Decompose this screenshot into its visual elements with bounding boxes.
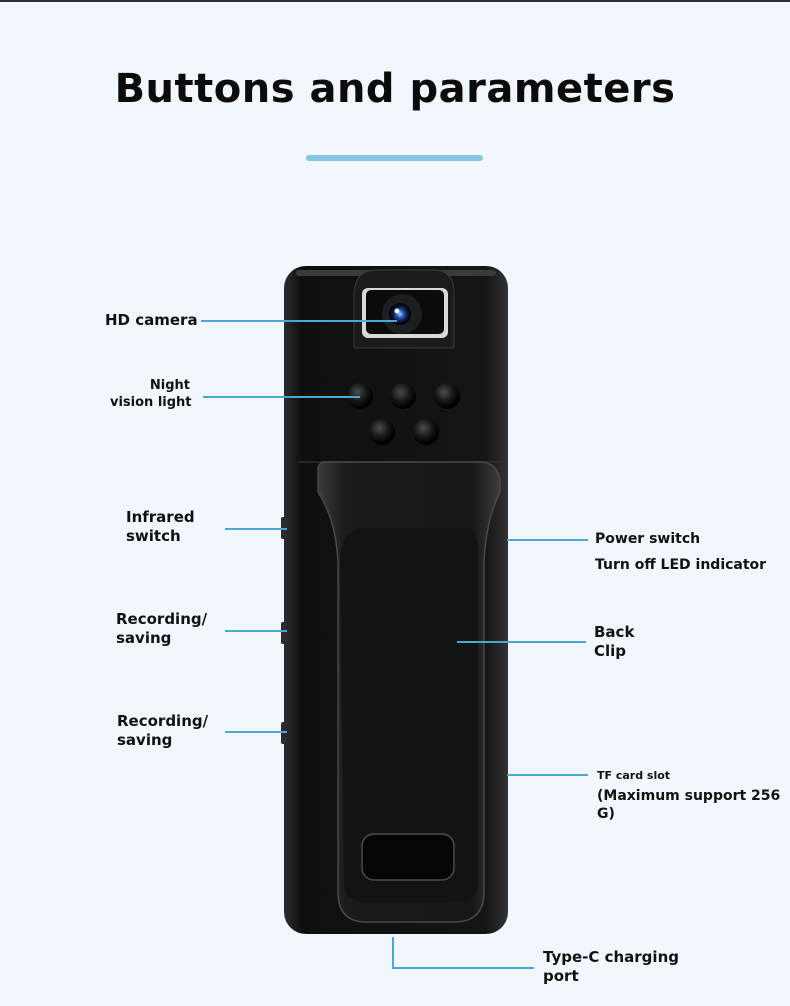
label-recording-2-line1: Recording/	[117, 712, 209, 730]
line-power-switch	[507, 539, 588, 541]
line-tf-slot	[507, 774, 588, 776]
label-recording-1: Recording/ saving	[116, 610, 207, 648]
camera-lens	[389, 303, 411, 325]
line-hd-camera	[201, 320, 397, 322]
label-back-clip: Back Clip	[594, 623, 634, 661]
line-back-clip	[457, 641, 586, 643]
label-back-clip-line1: Back	[594, 623, 635, 641]
side-button-record-2	[281, 722, 287, 744]
label-recording-1-line2: saving	[116, 629, 172, 647]
line-typec-vertical	[392, 937, 394, 968]
label-infrared-line2: switch	[126, 527, 181, 545]
night-vision-leds	[347, 383, 460, 445]
label-typec-line2: port	[543, 967, 579, 985]
label-tf-max-line1: (Maximum support 256	[597, 788, 781, 804]
body-camera-device	[281, 266, 508, 934]
line-recording-2	[225, 731, 287, 733]
label-recording-1-line1: Recording/	[116, 610, 208, 628]
line-recording-1	[225, 630, 287, 632]
line-typec-horizontal	[392, 967, 534, 969]
label-led-indicator: Turn off LED indicator	[595, 557, 767, 573]
label-tf-max-line2: G)	[597, 806, 615, 822]
label-infrared-switch: Infrared switch	[126, 508, 195, 546]
clip-cutout	[361, 833, 455, 881]
label-hd-camera: HD camera	[105, 311, 198, 329]
label-typec-line1: Type-C charging	[543, 948, 679, 966]
title-underline	[306, 155, 483, 161]
line-night-vision	[203, 396, 360, 398]
label-typec: Type-C charging port	[543, 948, 679, 986]
label-night-vision-line2: vision light	[110, 395, 192, 410]
label-tf-max: (Maximum support 256 G)	[597, 787, 780, 823]
label-recording-2: Recording/ saving	[117, 712, 208, 750]
label-recording-2-line2: saving	[117, 731, 173, 749]
side-button-record-1	[281, 622, 287, 644]
page-title: Buttons and parameters	[114, 66, 676, 112]
label-night-vision: Night vision light	[110, 377, 192, 411]
line-infrared	[225, 528, 287, 530]
label-back-clip-line2: Clip	[594, 642, 627, 660]
label-tf-slot: TF card slot	[597, 769, 671, 782]
label-power-switch: Power switch	[595, 531, 701, 547]
label-infrared-line1: Infrared	[126, 508, 195, 526]
label-night-vision-line1: Night	[149, 378, 190, 393]
top-border	[0, 0, 790, 2]
